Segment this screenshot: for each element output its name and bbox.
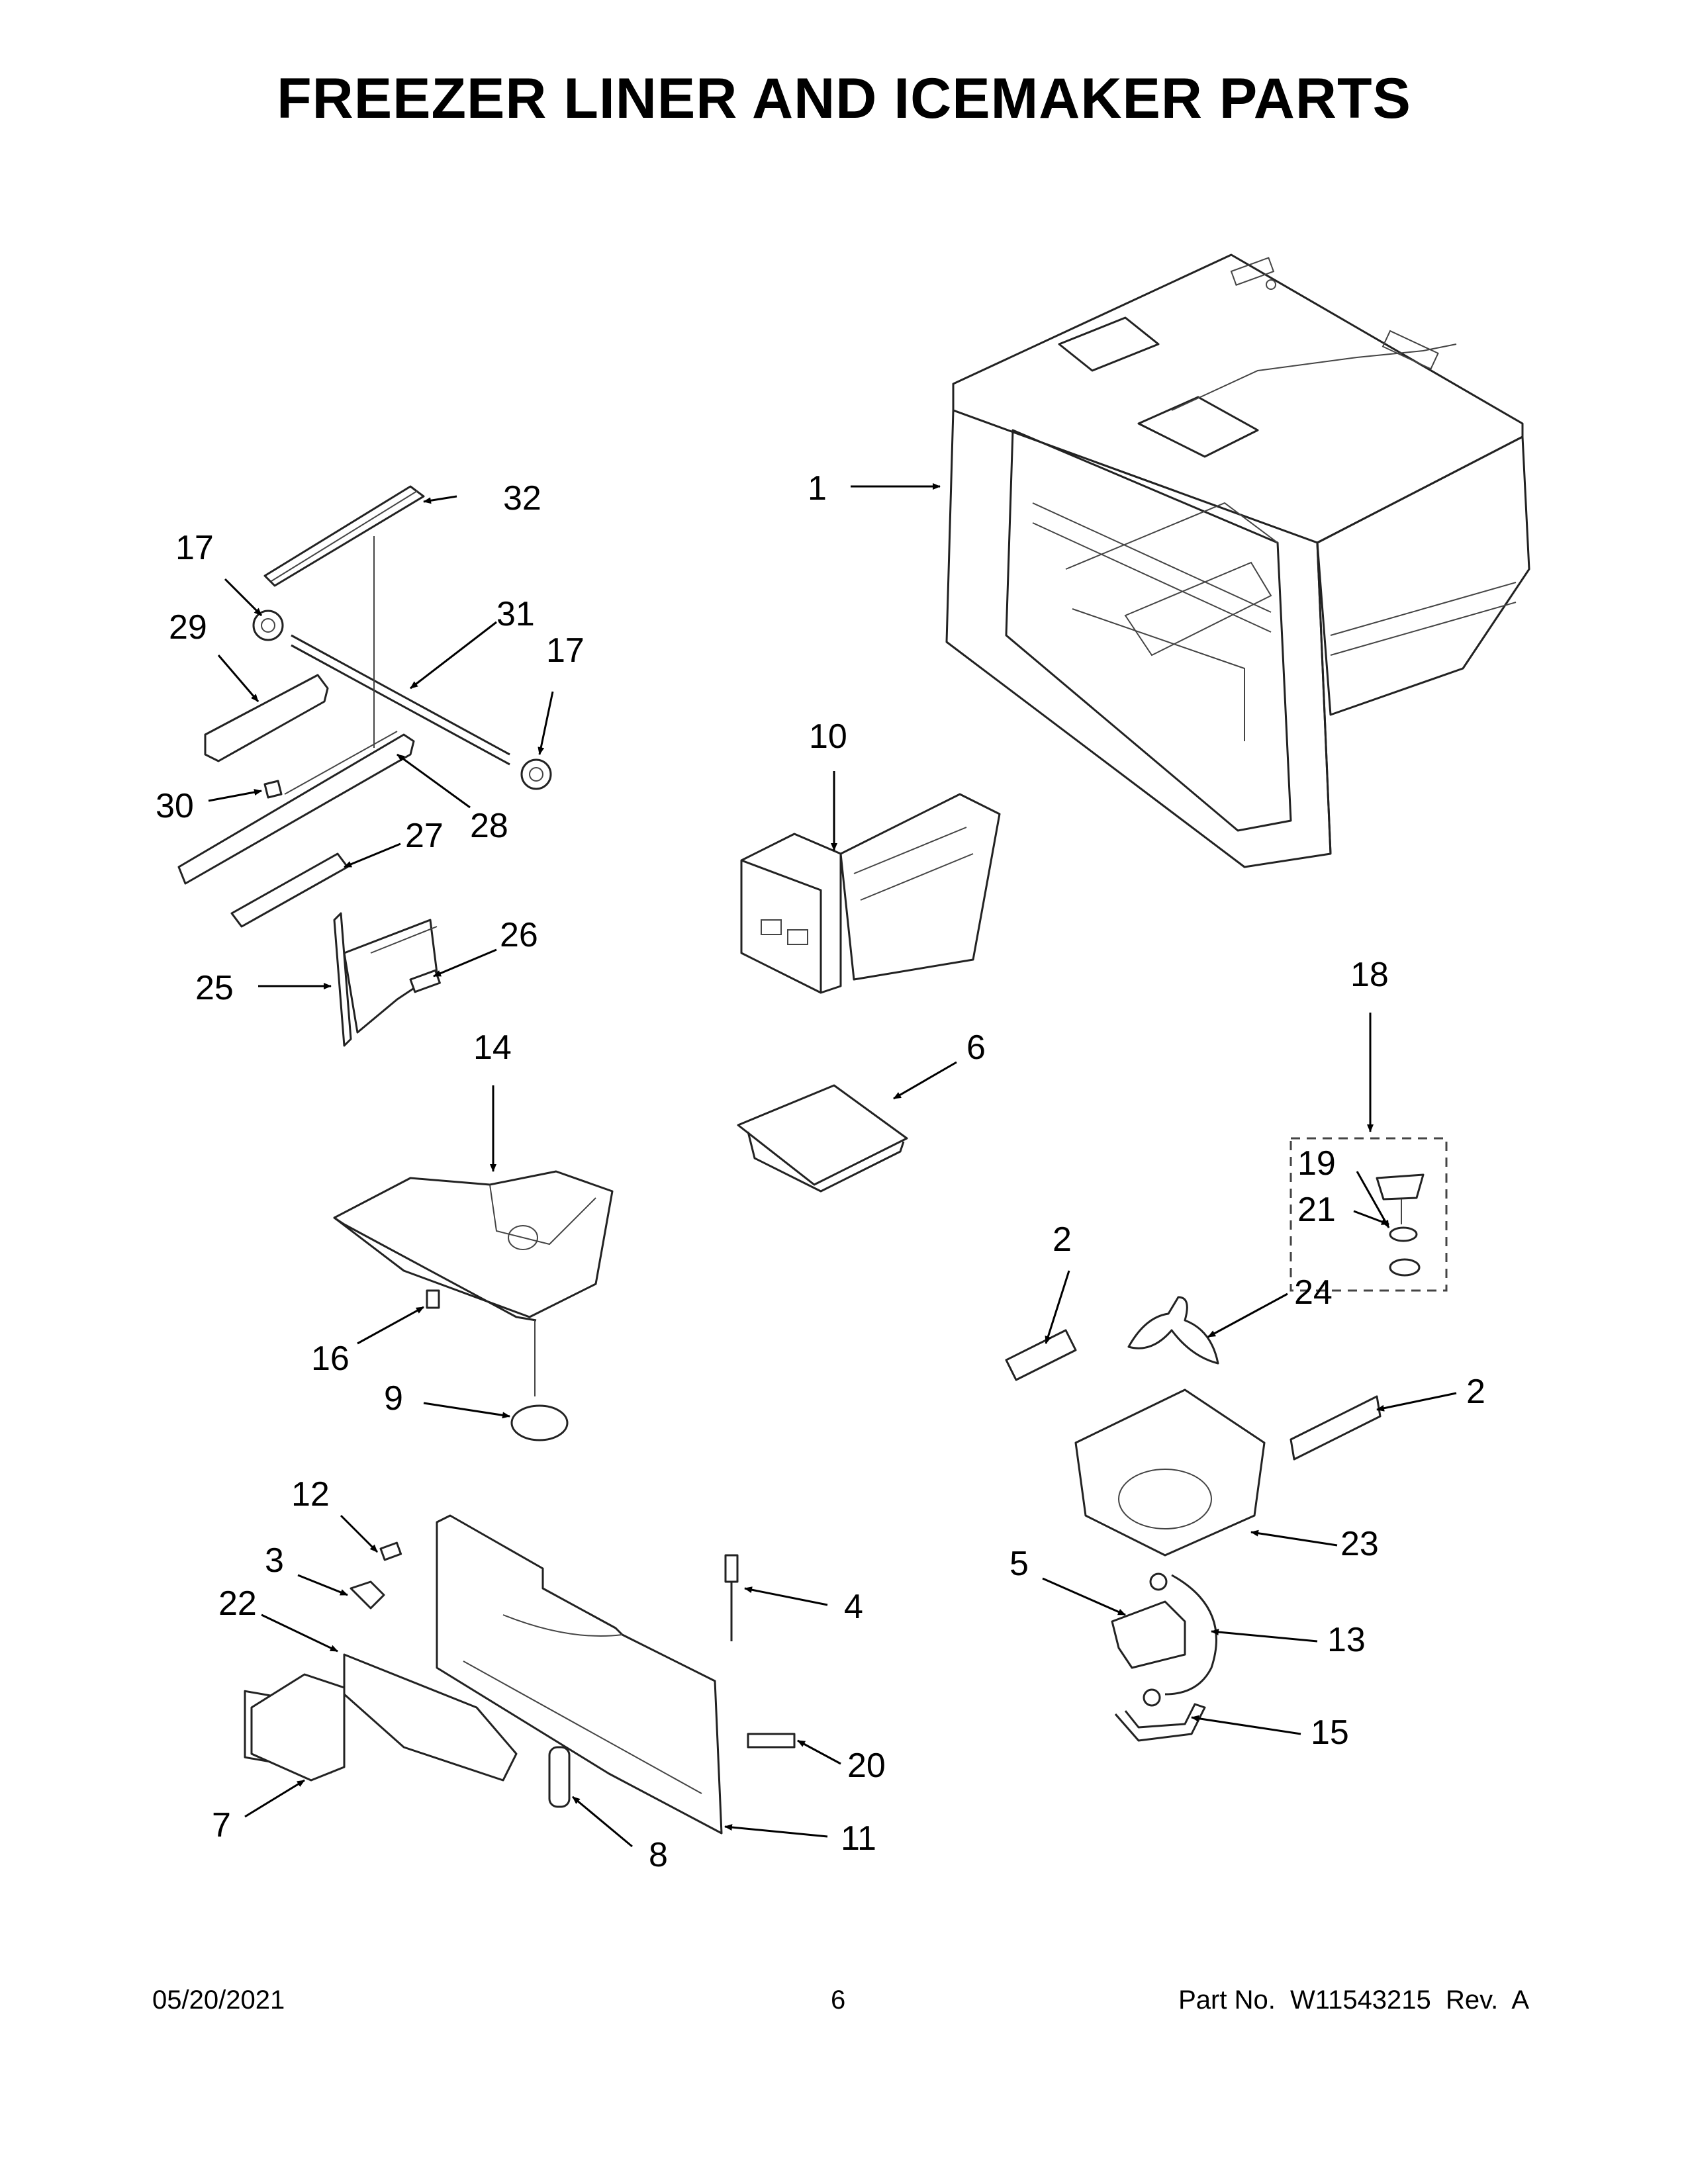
callout-4: 4 xyxy=(844,1588,863,1626)
callout-1: 1 xyxy=(808,469,827,508)
evaporator-fan-assembly xyxy=(1005,1296,1382,1742)
callout-15: 15 xyxy=(1311,1713,1349,1752)
callout-6: 6 xyxy=(966,1028,986,1067)
callout-labels: 32 17 29 31 17 30 28 27 26 25 1 10 6 18 … xyxy=(156,469,1485,1874)
callout-21: 21 xyxy=(1297,1191,1336,1229)
footer-date: 05/20/2021 xyxy=(152,1985,285,2015)
page-title: FREEZER LINER AND ICEMAKER PARTS xyxy=(277,67,1411,130)
callout-20: 20 xyxy=(847,1747,886,1785)
motor-kit-box xyxy=(1289,1137,1448,1292)
callout-12: 12 xyxy=(291,1475,330,1514)
footer-part-number: Part No. W11543215 Rev. A xyxy=(1178,1985,1529,2015)
ice-bin-part xyxy=(333,1170,614,1441)
icemaker-part xyxy=(740,793,1001,994)
callout-19: 19 xyxy=(1297,1144,1336,1183)
callout-32: 32 xyxy=(503,479,541,518)
callout-27: 27 xyxy=(405,817,444,855)
callout-10: 10 xyxy=(809,717,847,756)
callout-17: 17 xyxy=(546,631,585,670)
callout-13: 13 xyxy=(1327,1621,1366,1659)
callout-11: 11 xyxy=(841,1819,876,1858)
callout-29: 29 xyxy=(169,608,207,647)
callout-5: 5 xyxy=(1009,1545,1029,1583)
callout-7: 7 xyxy=(212,1806,231,1844)
callout-8: 8 xyxy=(649,1836,668,1874)
callout-2: 2 xyxy=(1053,1220,1072,1259)
callout-23: 23 xyxy=(1340,1525,1379,1563)
footer-page-number: 6 xyxy=(831,1985,846,2015)
callout-16: 16 xyxy=(311,1340,350,1378)
callout-14: 14 xyxy=(473,1028,512,1067)
callout-3: 3 xyxy=(265,1541,284,1580)
callout-9: 9 xyxy=(384,1379,403,1418)
callout-22: 22 xyxy=(218,1584,257,1623)
callout-24: 24 xyxy=(1294,1273,1333,1312)
callout-18: 18 xyxy=(1350,956,1389,994)
callout-31: 31 xyxy=(496,595,535,633)
callout-26: 26 xyxy=(500,916,538,954)
callout-30: 30 xyxy=(156,787,194,825)
icemaker-tray-part xyxy=(737,1084,908,1193)
callout-2: 2 xyxy=(1466,1373,1485,1411)
callout-28: 28 xyxy=(470,807,508,845)
freezer-liner-part xyxy=(945,253,1530,868)
callout-17: 17 xyxy=(175,529,214,567)
callout-25: 25 xyxy=(195,969,234,1007)
air-duct-assembly xyxy=(244,1514,796,1835)
leader-lines xyxy=(208,483,1457,1848)
ice-bin-rail-assembly xyxy=(177,485,552,1047)
